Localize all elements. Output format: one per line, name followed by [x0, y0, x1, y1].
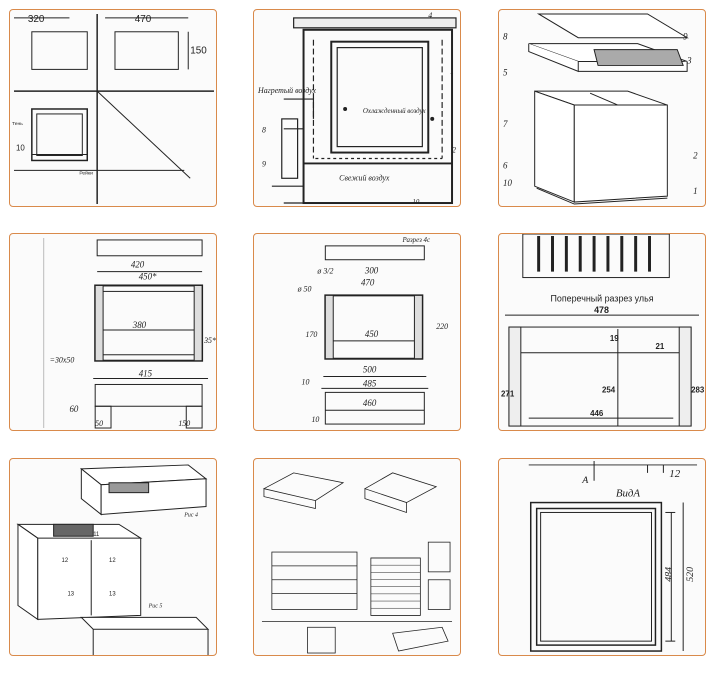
frame-dimension-drawing-image: 420 450* 380 35* =30x50 415 60 50 150: [43, 237, 216, 429]
header-text: Разрез 4с: [402, 237, 430, 244]
ventilation-diagram-image: Нагретый воздух Охлажденный воздух Свежи…: [257, 11, 457, 206]
dim-label: 420: [131, 260, 145, 270]
dim-label: 50: [95, 419, 103, 428]
label-shadow: Тень: [12, 121, 23, 127]
callout: 2: [452, 146, 456, 155]
dim-label: ø 3/2: [316, 267, 333, 276]
hive-isometric-parts-image: Рис 4 Рис 5 11 12 12 13 13: [16, 464, 210, 655]
dim-320: 320: [28, 14, 45, 25]
hive-cross-section-image: Поперечный разрез улья 478 19 21 254 271…: [501, 234, 705, 427]
callout: 11: [93, 532, 99, 538]
dim-label: 254: [602, 385, 616, 394]
dim-label: 60: [69, 404, 78, 414]
label-cooled-air: Охлажденный воздух: [363, 108, 427, 115]
dim-label: 485: [363, 378, 377, 388]
callout: 6: [503, 160, 508, 170]
gallery-tile-ventilation-diagram[interactable]: Нагретый воздух Охлажденный воздух Свежи…: [253, 9, 461, 207]
callout: 10: [412, 199, 419, 206]
callout: 10: [503, 178, 512, 188]
dim-label: 500: [363, 365, 377, 375]
fig-label: Рис 5: [148, 603, 163, 609]
gallery-tile-frame-dimension-drawing[interactable]: 420 450* 380 35* =30x50 415 60 50 150: [9, 233, 217, 431]
dim-label: 300: [364, 266, 379, 276]
dim-label: 19: [610, 334, 619, 343]
fig-label: Рис 4: [183, 512, 198, 518]
callout: 13: [109, 592, 116, 598]
callout: 13: [67, 592, 74, 598]
callout: 7: [503, 119, 508, 129]
callout: 8: [503, 32, 508, 42]
dim-label: 520: [685, 567, 696, 582]
dim-label: 380: [132, 320, 147, 330]
callout: 9: [262, 159, 266, 168]
dim-label: 35*: [203, 336, 216, 345]
dim-label: 450: [365, 329, 379, 339]
dim-label: 484: [663, 567, 674, 582]
dim-label: 21: [655, 342, 664, 351]
parts-table: [370, 557, 421, 616]
dim-label: 10: [311, 415, 319, 424]
callout: 5: [503, 67, 508, 77]
section-caption: Поперечный разрез улья: [551, 293, 654, 303]
dim-label: 170: [306, 330, 318, 339]
projection-drawing-image: 320 470 150 10 Тень Рейки: [12, 14, 214, 205]
label-fresh-air: Свежий воздух: [339, 173, 390, 182]
view-label: ВидА: [616, 488, 641, 500]
callout: 12: [109, 558, 116, 564]
gallery-tile-drawing-sheet[interactable]: [253, 458, 461, 656]
dim-label: 10: [302, 377, 310, 386]
hive-body-sections-image: Разрез 4с 470 ø 3/2 300 ø 50 170 450 220…: [297, 237, 448, 425]
arrow-label: А: [581, 475, 589, 486]
gallery-tile-projection-drawing[interactable]: 320 470 150 10 Тень Рейки: [9, 9, 217, 207]
dim-150: 150: [190, 46, 207, 57]
dim-label: 470: [361, 277, 375, 287]
dim-label: 150: [178, 419, 190, 428]
callout: 1: [450, 66, 454, 75]
dim-label: 478: [594, 305, 609, 315]
gallery-tile-hive-isometric-parts[interactable]: Рис 4 Рис 5 11 12 12 13 13: [9, 458, 217, 656]
dim-label: 450*: [139, 272, 157, 282]
callout: 9: [683, 32, 688, 42]
callout: 4: [428, 11, 432, 20]
dim-470: 470: [135, 14, 152, 25]
dim-label: =30x50: [50, 356, 75, 365]
callout: 12: [62, 558, 69, 564]
dim-label: 220: [436, 322, 448, 331]
gallery-tile-hive-cross-section[interactable]: Поперечный разрез улья 478 19 21 254 271…: [498, 233, 706, 431]
dim-label: 460: [363, 398, 377, 408]
callout: 1: [693, 186, 697, 196]
dim-10: 10: [16, 144, 25, 153]
hive-exploded-view-image: 8 9 3 5 7 2 6 10 1: [503, 13, 698, 205]
label-heated-air: Нагретый воздух: [257, 86, 317, 95]
callout: 8: [262, 126, 266, 135]
callout: 3: [686, 55, 692, 65]
dim-label: 271: [501, 389, 515, 398]
gallery-tile-hive-body-sections[interactable]: Разрез 4с 470 ø 3/2 300 ø 50 170 450 220…: [253, 233, 461, 431]
dim-label: ø 50: [297, 284, 312, 293]
callout: 2: [693, 150, 698, 160]
view-a-drawing-image: А 12 ВидА 484 520: [528, 460, 698, 652]
dim-label: 446: [590, 409, 604, 418]
dim-label: 283: [691, 385, 705, 394]
gallery-tile-hive-exploded-view[interactable]: 8 9 3 5 7 2 6 10 1: [498, 9, 706, 207]
dim-label: 415: [139, 369, 153, 379]
gallery-tile-view-a-drawing[interactable]: А 12 ВидА 484 520: [498, 458, 706, 656]
dim-label: 12: [669, 468, 680, 480]
label-rails: Рейки: [79, 169, 93, 176]
drawing-sheet-image: [261, 472, 453, 654]
